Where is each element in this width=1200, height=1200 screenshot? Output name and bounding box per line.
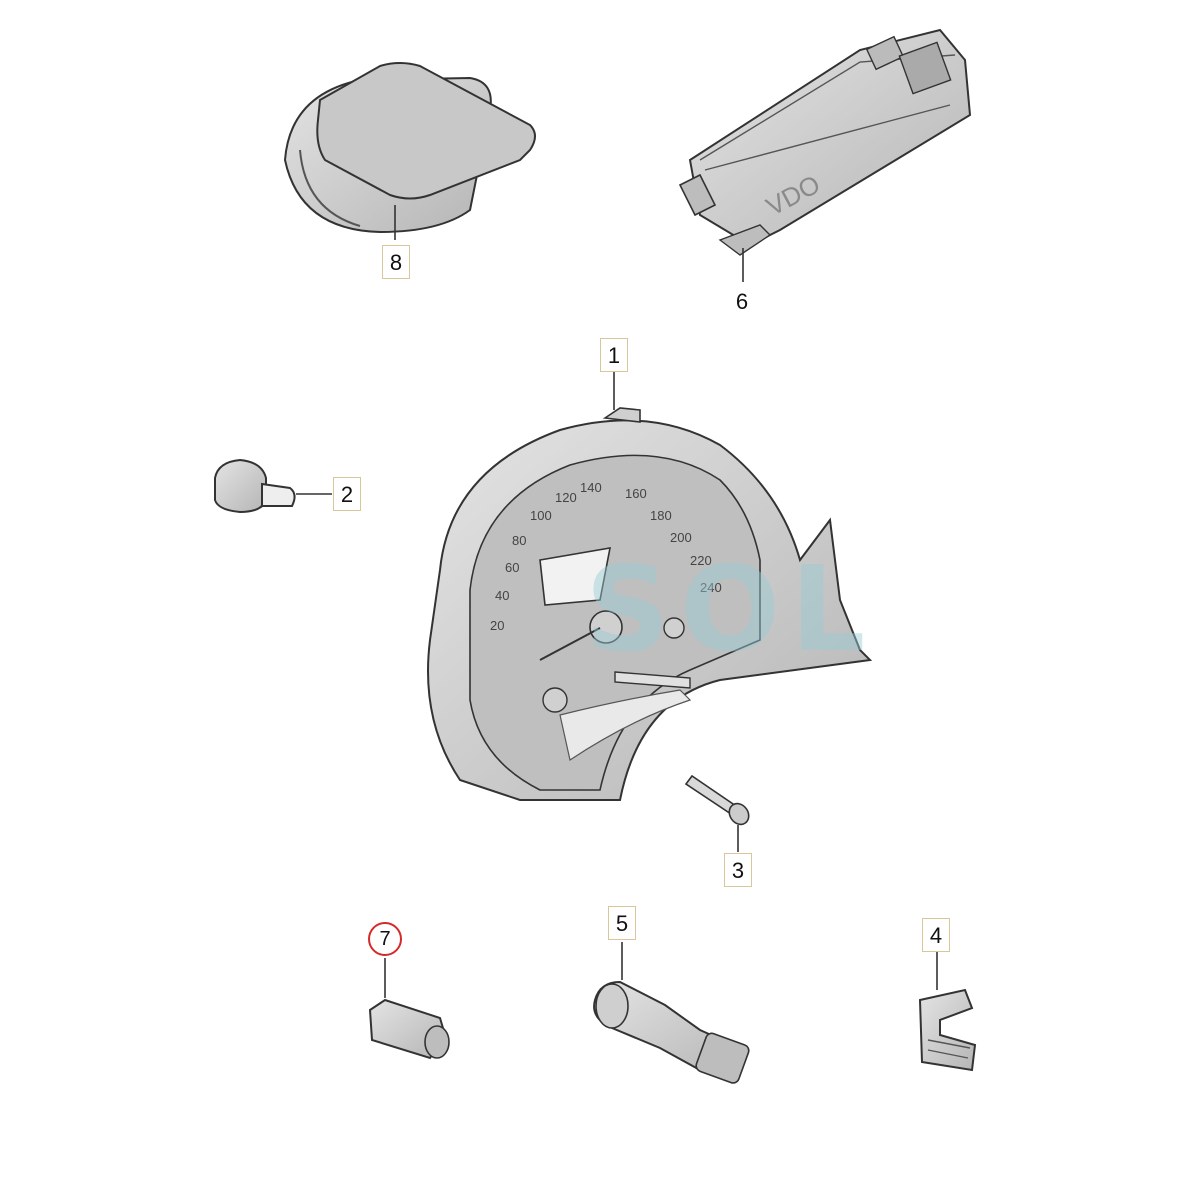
speed-tick-label: 140 bbox=[580, 480, 602, 495]
speed-tick-label: 200 bbox=[670, 530, 692, 545]
speed-tick-label: 160 bbox=[625, 486, 647, 501]
speed-tick-label: 180 bbox=[650, 508, 672, 523]
part-4-clip bbox=[918, 952, 977, 1072]
part-5-sensor bbox=[593, 942, 750, 1084]
callout-5[interactable]: 5 bbox=[608, 906, 636, 940]
callout-1[interactable]: 1 bbox=[600, 338, 628, 372]
watermark-text: SOL bbox=[585, 540, 876, 678]
speed-tick-label: 120 bbox=[555, 490, 577, 505]
speed-tick-label: 20 bbox=[490, 618, 504, 633]
part-1-instrument-cluster: 20 40 60 80 100 120 140 160 180 200 220 … bbox=[427, 372, 873, 801]
callout-3[interactable]: 3 bbox=[724, 853, 752, 887]
speed-tick-label: 240 bbox=[700, 580, 722, 595]
speed-tick-label: 60 bbox=[505, 560, 519, 575]
speed-tick-label: 80 bbox=[512, 533, 526, 548]
speed-scale: 20 40 60 80 100 120 140 160 180 200 220 … bbox=[490, 480, 722, 633]
part-2-bulb-socket bbox=[214, 458, 332, 514]
part-8-cover-cap bbox=[283, 62, 536, 240]
callout-8[interactable]: 8 bbox=[382, 245, 410, 279]
part-6-control-module: VDO bbox=[678, 28, 972, 282]
callout-4[interactable]: 4 bbox=[922, 918, 950, 952]
speed-tick-label: 220 bbox=[690, 553, 712, 568]
part-7-connector bbox=[368, 958, 450, 1060]
callout-7-highlighted[interactable]: 7 bbox=[368, 922, 402, 956]
callout-2[interactable]: 2 bbox=[333, 477, 361, 511]
speed-tick-label: 40 bbox=[495, 588, 509, 603]
callout-6[interactable]: 6 bbox=[728, 284, 756, 318]
part-3-screw bbox=[684, 774, 750, 852]
speed-tick-label: 100 bbox=[530, 508, 552, 523]
